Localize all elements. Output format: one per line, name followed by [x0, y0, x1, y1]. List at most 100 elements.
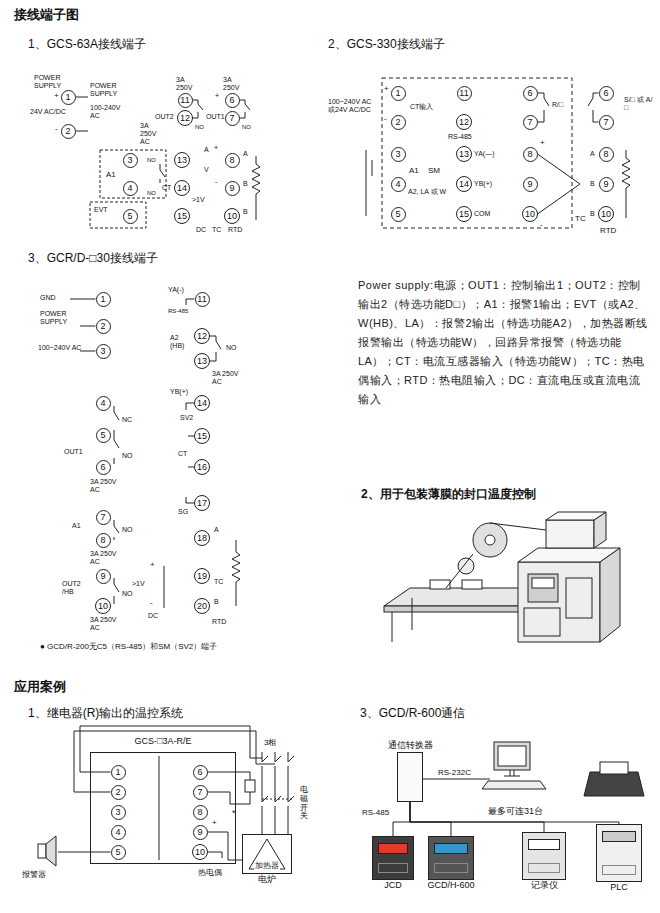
terminal-circle: 1 [111, 765, 126, 780]
terminal-label: RTD [212, 618, 226, 626]
terminal-circle: 6 [225, 93, 240, 108]
machine-display [532, 578, 554, 588]
device-label: GCD/H-600 [427, 880, 474, 892]
terminal-label: SV2 [180, 414, 193, 422]
terminal-number: 9 [527, 180, 532, 189]
terminal-circle: 15 [456, 206, 472, 222]
power-wire [70, 299, 96, 351]
terminal-label: - [384, 114, 387, 123]
terminal-number: 14 [197, 399, 207, 408]
relay-contact [160, 164, 165, 183]
terminal-label: NO [226, 344, 237, 352]
terminal-number: 3 [127, 156, 132, 165]
terminal-label: OUT2 [155, 113, 174, 121]
terminal-number: 13 [197, 357, 207, 366]
device-panel [602, 865, 636, 875]
relay-contact [114, 578, 119, 604]
terminal-number: 2 [65, 127, 70, 136]
terminal-circle: 12 [177, 110, 193, 126]
section-heading: 3、GCD/R-600通信 [360, 707, 465, 721]
device-box: 记录仪 [522, 832, 566, 892]
terminal-number: 3 [100, 347, 105, 356]
power-wire [76, 97, 88, 131]
terminal-circle: 6 [96, 460, 111, 475]
bus-connector [410, 802, 544, 832]
terminal-label: + [214, 144, 218, 152]
controller-divider [159, 756, 160, 860]
relay-contact [538, 93, 550, 122]
machine-body [600, 548, 620, 642]
terminal-circle: 9 [523, 177, 538, 192]
terminal-label: YA(-) [168, 286, 184, 294]
terminal-number: 9 [197, 828, 202, 837]
relay-contact [210, 336, 222, 361]
terminal-label: - [55, 124, 58, 133]
power-wire [74, 731, 275, 792]
terminal-circle: 8 [599, 147, 614, 162]
thermocouple-symbol [538, 154, 581, 214]
terminal-label: POWER SUPPLY [40, 310, 76, 326]
terminal-number: 1 [395, 89, 400, 98]
terminal-label: NO [122, 526, 133, 534]
section-heading: 1、继电器(R)输出的温控系统 [28, 707, 183, 721]
device-label: PLC [610, 882, 628, 894]
terminal-number: 7 [197, 788, 202, 797]
terminal-circle: 7 [193, 785, 208, 800]
terminal-number: 8 [229, 156, 234, 165]
terminal-number: 10 [525, 210, 535, 219]
terminal-number: 4 [100, 399, 105, 408]
terminal-label: RTD [600, 226, 616, 235]
bus-connector [410, 802, 451, 836]
terminal-number: 11 [197, 295, 206, 304]
terminal-circle: 16 [194, 459, 210, 475]
terminal-number: 9 [100, 572, 105, 581]
terminal-circle: 2 [111, 785, 126, 800]
device-display [602, 831, 636, 842]
computer-stand [504, 770, 520, 776]
legend-note: Power supply:电源；OUT1：控制输出1；OUT2：控制输出2（特选… [358, 276, 650, 409]
terminal-number: 7 [603, 118, 608, 127]
heater-label: 加热器 [254, 862, 280, 871]
device-panel [378, 863, 408, 873]
terminal-label: 热电偶 [198, 868, 222, 877]
terminal-label: RS-485 [168, 308, 188, 315]
terminal-circle: 5 [96, 428, 111, 443]
terminal-circle: 5 [111, 845, 126, 860]
terminal-number: 11 [180, 96, 189, 105]
terminal-label: EVT [94, 206, 108, 214]
relay-contact [114, 406, 119, 464]
terminal-number: 17 [197, 499, 207, 508]
terminal-label: + [540, 138, 545, 147]
terminal-label: 3A 250V AC [140, 122, 164, 146]
terminal-label: CT [162, 184, 171, 192]
terminal-number: 13 [177, 156, 187, 165]
terminal-number: 3 [115, 808, 120, 817]
terminal-number: 12 [197, 332, 207, 341]
terminal-number: 6 [603, 89, 608, 98]
terminal-number: 2 [100, 322, 105, 331]
terminal-label: YB(+) [474, 180, 492, 188]
film-web [446, 523, 546, 588]
terminal-circle: 6 [193, 765, 208, 780]
phase-line [288, 752, 294, 834]
rs232-wire [423, 779, 490, 780]
terminal-number: 11 [459, 89, 468, 98]
phase-line [275, 752, 281, 834]
bus-connector [410, 802, 619, 824]
switch-linkage [262, 799, 292, 800]
terminal-number: 6 [100, 463, 105, 472]
terminal-circle: 20 [194, 598, 210, 614]
terminal-label: RS-232C [438, 768, 471, 777]
terminal-label: OUT1 [206, 113, 225, 121]
device-label: 记录仪 [531, 880, 558, 892]
terminal-label: 3A 250V [223, 76, 245, 92]
terminal-label: A1 [72, 522, 81, 530]
alarm-icon [46, 836, 56, 866]
device-label: 通信转换器 [388, 740, 433, 752]
bus-connector [393, 802, 410, 836]
terminal-label: ● GCD/R-200无C5（RS-485）和SM（SV2）端子 [40, 642, 217, 651]
terminal-circle: 1 [61, 90, 76, 105]
terminal-label: >1V [192, 196, 205, 204]
